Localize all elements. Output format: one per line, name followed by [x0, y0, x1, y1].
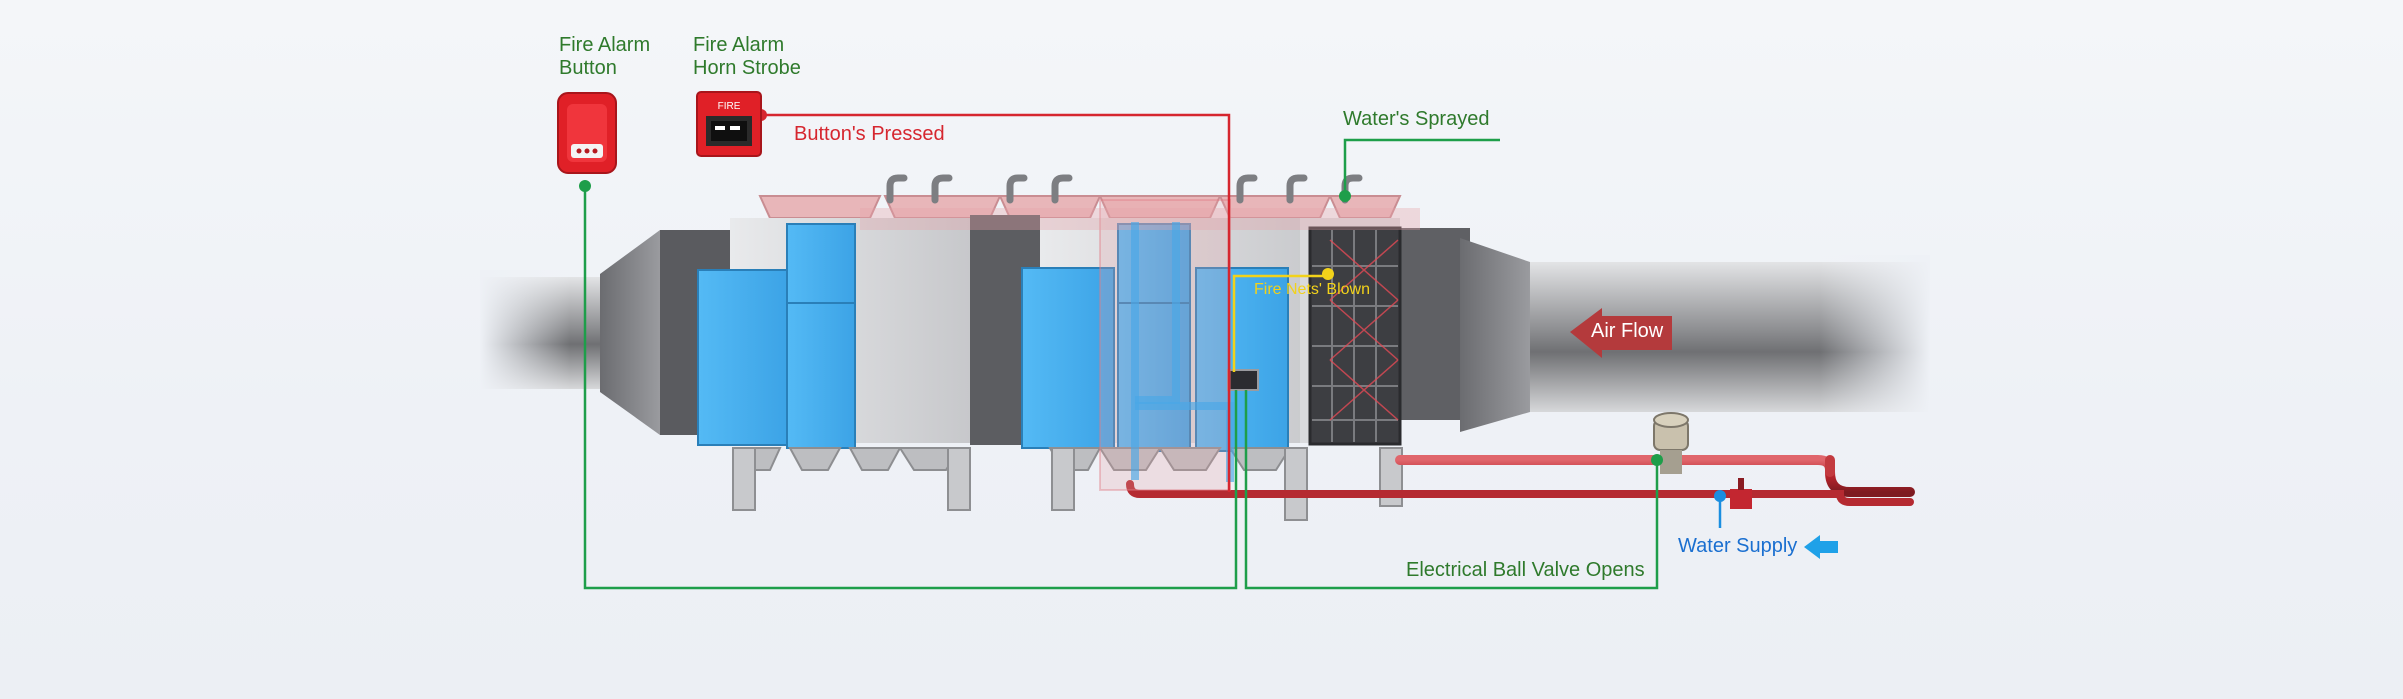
air-duct-right: [1500, 255, 1930, 419]
fire-nets-blown-label: Fire Nets' Blown: [1254, 281, 1370, 298]
inlet-hood: [600, 230, 660, 435]
horn-strobe-icon: FIRE: [696, 91, 762, 157]
blue-modules: [697, 223, 1289, 452]
water-supply-label: Water Supply: [1678, 535, 1798, 557]
water-supply-valve: [1730, 478, 1752, 509]
yellow-signal-line: [1232, 274, 1328, 372]
fire-alarm-horn-strobe-label: Fire Alarm Horn Strobe: [693, 34, 801, 79]
roof-vent-pipes: [886, 174, 1363, 204]
green-signal-line-button: [583, 186, 1238, 590]
green-signal-line-spray: [1343, 138, 1500, 196]
electrical-ball-valve-label: Electrical Ball Valve Opens: [1406, 559, 1645, 581]
electrical-ball-valve: [1653, 412, 1689, 474]
air-flow-arrow-icon: [1570, 308, 1672, 358]
fire-alarm-button-label: Fire Alarm Button: [559, 34, 651, 79]
hoppers: [738, 447, 1292, 471]
outlet-hood: [1460, 238, 1530, 432]
fire-alarm-button-icon: [557, 92, 617, 174]
alarm-highlight-top: [860, 208, 1420, 230]
purifier-body: [660, 215, 1403, 521]
outlet-hood-left: [1400, 228, 1470, 420]
air-flow-label: Air Flow: [1591, 320, 1664, 342]
legs: [732, 447, 1403, 521]
fire-net-red-mesh: [1329, 239, 1399, 421]
red-signal-line: [761, 113, 1231, 492]
alarm-highlight-zone: [1099, 199, 1231, 491]
control-box: [1227, 369, 1259, 391]
red-water-pipes: [1126, 455, 1915, 506]
buttons-pressed-label: Button's Pressed: [794, 123, 945, 145]
waters-sprayed-label: Water's Sprayed: [1343, 108, 1490, 130]
green-signal-line-valve: [1244, 390, 1659, 590]
fire-sign-text: FIRE: [718, 101, 741, 112]
signal-lines: [583, 113, 1722, 590]
water-supply-arrow-icon: [1804, 535, 1838, 559]
